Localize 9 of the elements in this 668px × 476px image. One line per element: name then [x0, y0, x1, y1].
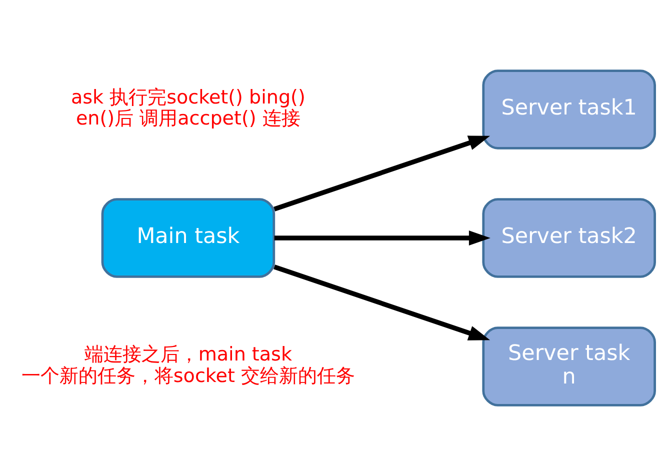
- label: 端连接之后，main task 一个新的任务，将socket 交给新的任务: [21, 343, 355, 387]
- node-box: Server task n: [482, 326, 656, 406]
- node-box: Server task1: [482, 70, 656, 150]
- arrow: [274, 136, 490, 212]
- node-box: Main task: [101, 198, 276, 278]
- node-box: Server task2: [482, 198, 656, 278]
- arrow: [274, 230, 490, 246]
- arrow: [274, 264, 490, 340]
- label: ask 执行完socket() bing() en()后 调用accpet() 连接: [70, 86, 306, 130]
